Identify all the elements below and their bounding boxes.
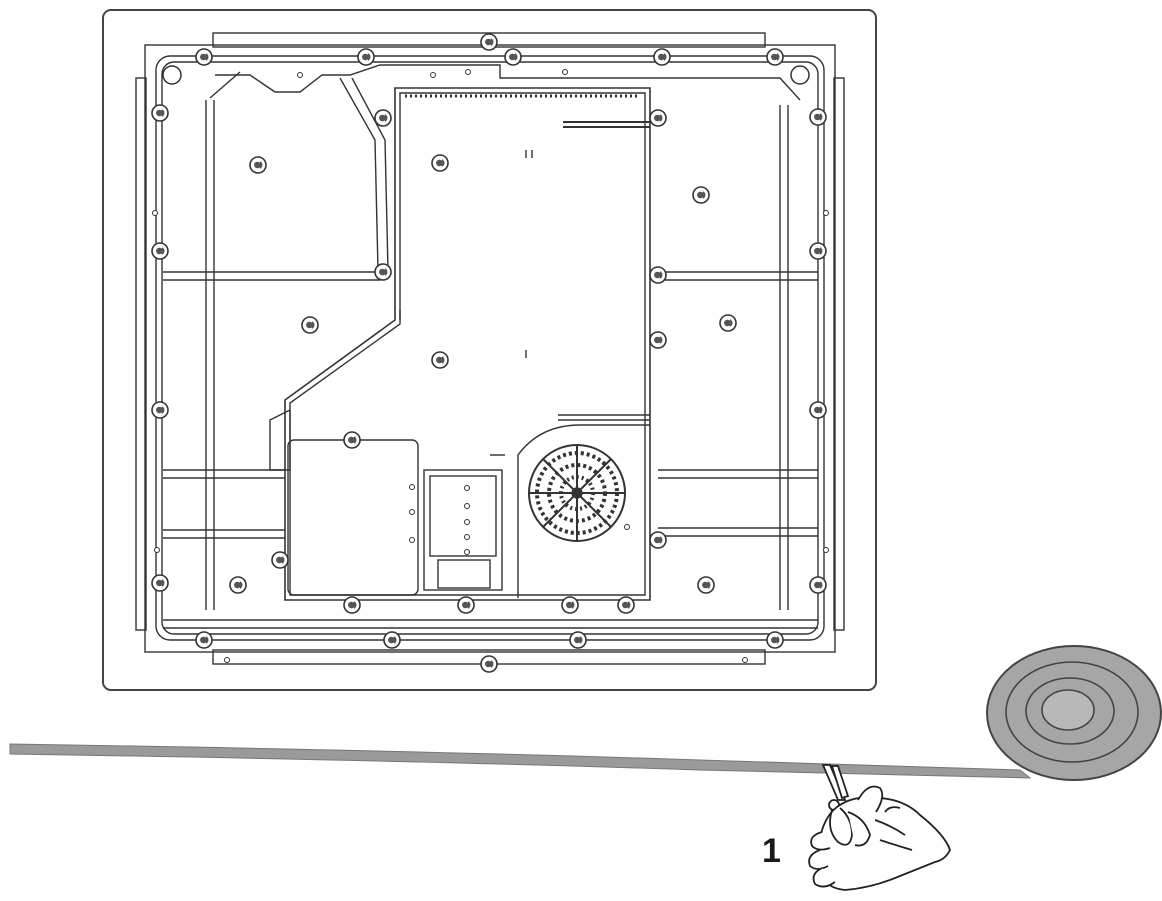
mounting-holes xyxy=(152,65,829,663)
tape-roll-icon xyxy=(986,645,1162,781)
hand-with-scissors-icon xyxy=(808,764,951,891)
step-number-label: 1 xyxy=(762,832,781,870)
sealing-tape-icon xyxy=(9,743,1032,779)
fan-icon xyxy=(528,444,626,542)
hob-underside-icon xyxy=(102,9,877,691)
